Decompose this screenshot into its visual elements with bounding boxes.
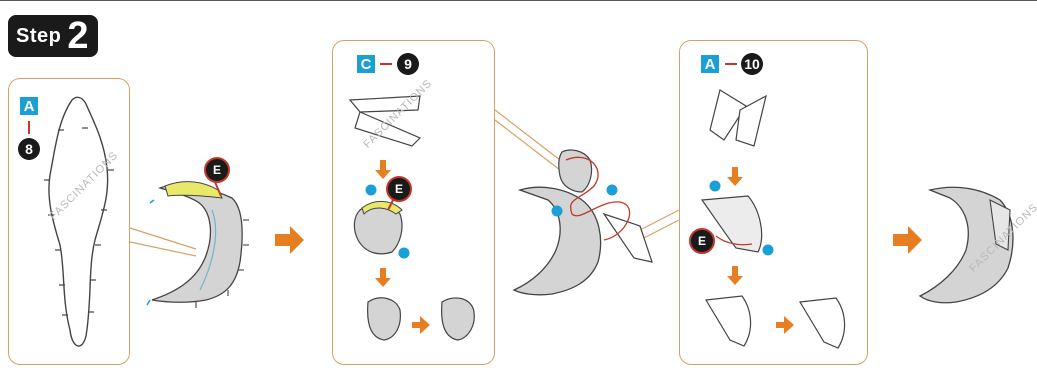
- step-arrow: [275, 226, 304, 254]
- part-e-marker: E: [386, 176, 412, 202]
- flat-part-a8: [49, 97, 108, 346]
- step-arrow: [893, 226, 922, 254]
- center-assembly: [514, 187, 601, 295]
- part-e-marker: E: [689, 228, 715, 254]
- shell-part-1: [152, 185, 242, 302]
- part-e-marker: E: [204, 157, 230, 183]
